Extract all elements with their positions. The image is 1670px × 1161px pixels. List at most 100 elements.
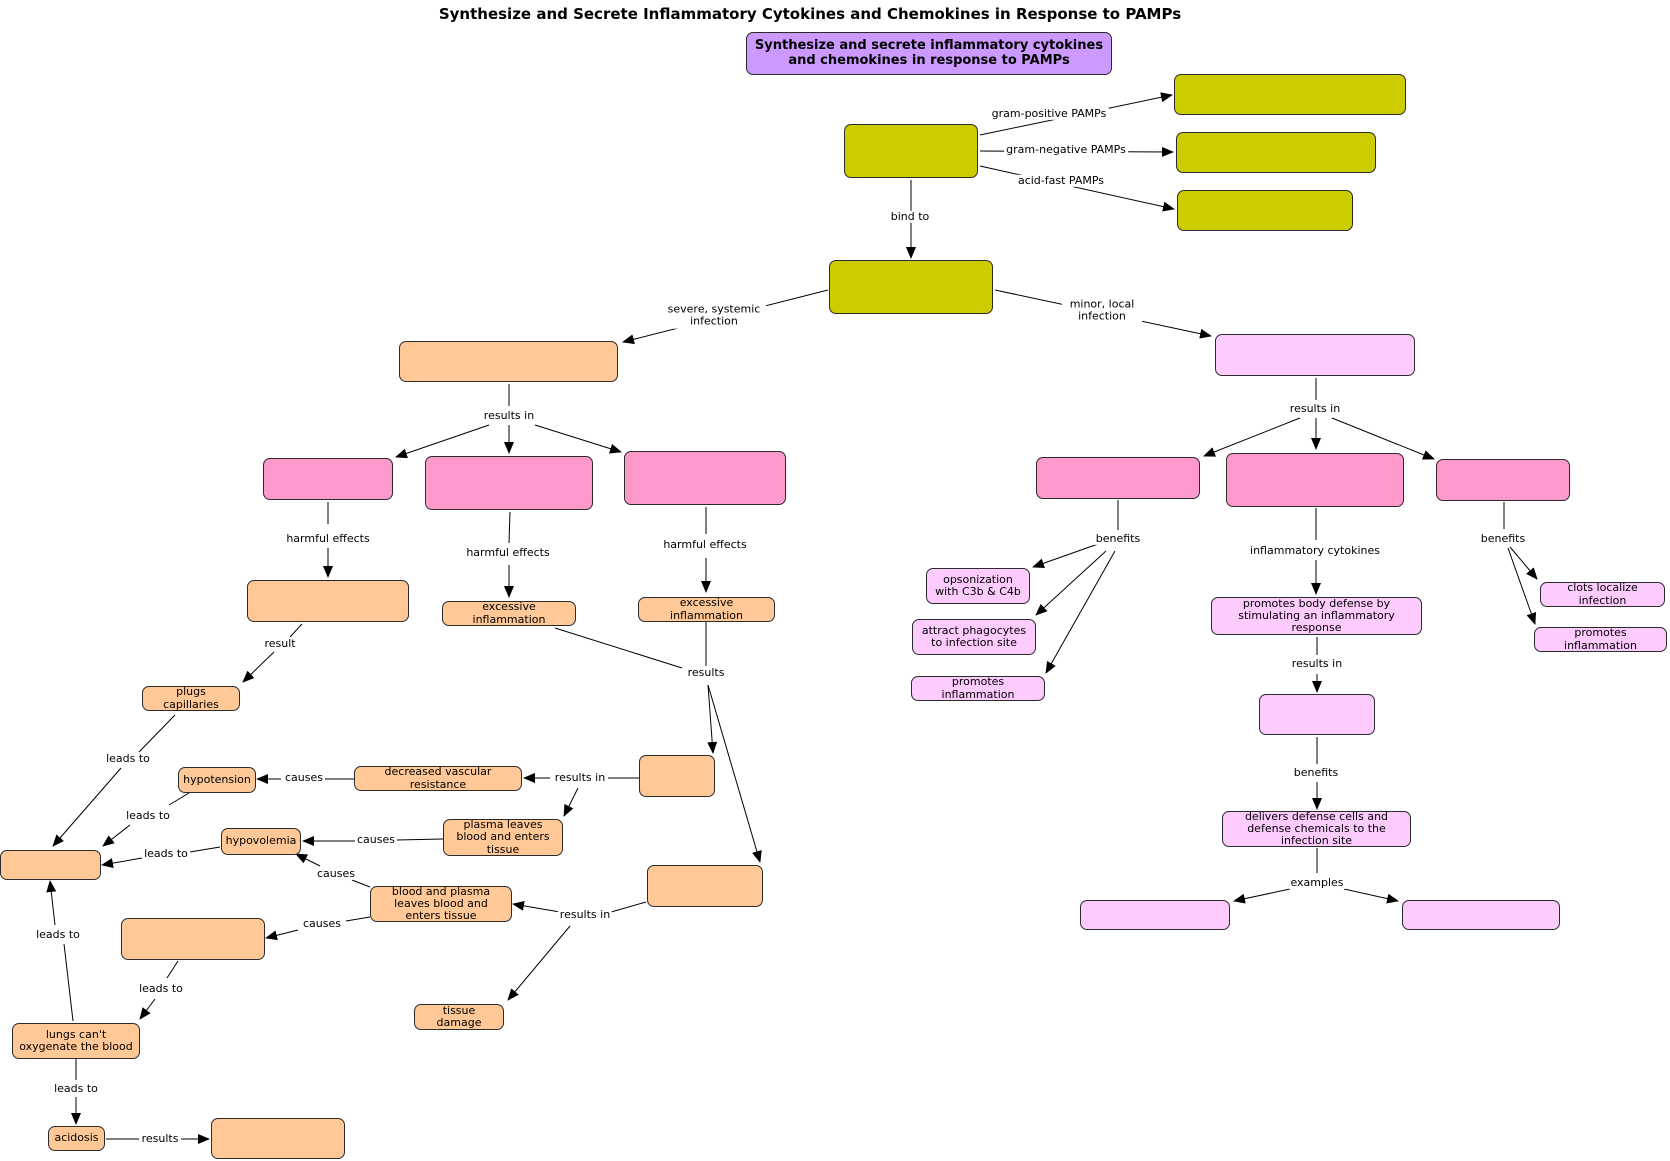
connector [512, 900, 561, 913]
connector [289, 623, 303, 638]
link-label: causes [301, 916, 343, 931]
connector [168, 792, 190, 806]
connector [63, 943, 74, 1022]
link-label: causes [315, 866, 357, 881]
connector [610, 901, 647, 913]
connector [1032, 543, 1099, 569]
blank-node-pink[interactable] [624, 451, 786, 505]
connector [295, 853, 321, 867]
connector [52, 767, 122, 847]
connector [102, 824, 131, 847]
blank-node-peach[interactable] [399, 341, 618, 382]
hypovolemia-node[interactable]: hypovolemia [221, 828, 301, 855]
tissue-damage-node[interactable]: tissue damage [414, 1004, 504, 1030]
connector [507, 925, 571, 1001]
blank-node-olive[interactable] [844, 124, 978, 178]
connector [1035, 550, 1107, 616]
connector [139, 998, 156, 1020]
blank-node-olive[interactable] [1176, 132, 1376, 173]
blank-node-peach[interactable] [639, 755, 715, 797]
blank-node-pink[interactable] [263, 458, 393, 500]
connector [554, 627, 683, 669]
blank-node-pink[interactable] [1226, 453, 1404, 507]
link-label: leads to [142, 846, 190, 861]
link-label: results in [481, 408, 537, 423]
connector [1233, 888, 1291, 904]
blank-node-pink[interactable] [1036, 457, 1200, 499]
connector [242, 651, 275, 683]
lungs-cant-oxygenate-node[interactable]: lungs can't oxygenate the blood [12, 1023, 140, 1059]
link-label: leads to [34, 927, 82, 942]
connector [396, 838, 444, 841]
main-topic-node[interactable]: Synthesize and secrete inflammatory cyto… [746, 32, 1112, 75]
link-label: results in [557, 907, 613, 922]
blank-node-pink[interactable] [425, 456, 593, 510]
blank-node-light-pink[interactable] [1259, 694, 1375, 735]
blank-node-peach[interactable] [211, 1118, 345, 1159]
link-label: benefits [1478, 531, 1528, 546]
blank-node-peach[interactable] [647, 865, 763, 907]
link-label: results in [1287, 401, 1343, 416]
blank-node-pink[interactable] [1436, 459, 1570, 501]
connector [395, 424, 490, 459]
blank-node-light-pink[interactable] [1215, 334, 1415, 376]
connector [1331, 417, 1435, 460]
delivers-defense-node[interactable]: delivers defense cells and defense chemi… [1222, 810, 1411, 847]
connector [563, 787, 579, 817]
link-label: severe, systemic infection [662, 303, 766, 329]
promotes-inflammation-node[interactable]: promotes inflammation [1534, 627, 1667, 652]
link-label: results in [552, 770, 608, 785]
connector [1507, 547, 1537, 625]
connector [1203, 417, 1301, 457]
hypotension-node[interactable]: hypotension [178, 767, 256, 793]
blank-node-olive[interactable] [1177, 190, 1353, 231]
connector [351, 879, 371, 888]
connector [265, 929, 299, 941]
promotes-inflammation-node[interactable]: promotes inflammation [911, 676, 1045, 701]
acidosis-node[interactable]: acidosis [48, 1126, 105, 1151]
link-label: result [262, 636, 298, 651]
blank-node-olive[interactable] [1174, 74, 1406, 115]
connector [707, 684, 718, 754]
link-label: harmful effects [661, 537, 749, 552]
attract-phagocytes-node[interactable]: attract phagocytes to infection site [912, 619, 1036, 655]
link-label: causes [283, 770, 325, 785]
plasma-leaves-node[interactable]: plasma leaves blood and enters tissue [443, 818, 563, 856]
excessive-inflammation-node[interactable]: excessive inflammation [638, 597, 775, 622]
diagram-title: Synthesize and Secrete Inflammatory Cyto… [438, 5, 1182, 23]
blank-node-peach[interactable] [0, 850, 101, 880]
blank-node-light-pink[interactable] [1080, 900, 1230, 930]
blank-plasma-leaves-node[interactable]: blood and plasma leaves blood and enters… [370, 885, 512, 922]
connector [707, 684, 762, 863]
excessive-inflammation-node[interactable]: excessive inflammation [442, 601, 576, 626]
link-label: leads to [137, 981, 185, 996]
connector [1343, 888, 1399, 904]
plugs-capillaries-node[interactable]: plugs capillaries [142, 686, 240, 711]
link-label: acid-fast PAMPs [1015, 173, 1107, 188]
connector [979, 165, 1175, 212]
connector [534, 424, 622, 454]
link-label: leads to [52, 1081, 100, 1096]
link-label: benefits [1093, 531, 1143, 546]
decreased-vascular-resistance-node[interactable]: decreased vascular resistance [354, 766, 522, 791]
link-label: gram-negative PAMPs [1004, 142, 1128, 157]
promotes-body-defense-node[interactable]: promotes body defense by stimulating an … [1211, 597, 1422, 635]
blank-node-light-pink[interactable] [1402, 900, 1560, 930]
connector [46, 880, 57, 926]
link-label: results [685, 665, 727, 680]
blank-node-peach[interactable] [247, 580, 409, 622]
connector [101, 857, 143, 869]
clots-localize-node[interactable]: clots localize infection [1540, 582, 1665, 607]
link-label: bind to [888, 209, 932, 224]
blank-node-olive[interactable] [829, 260, 993, 314]
link-label: harmful effects [284, 531, 372, 546]
link-label: results [139, 1131, 181, 1146]
link-label: inflammatory cytokines [1248, 543, 1382, 558]
connector [1045, 550, 1116, 674]
blank-node-peach[interactable] [121, 918, 265, 960]
opsonization-node[interactable]: opsonization with C3b & C4b [926, 568, 1030, 604]
link-label: examples [1288, 875, 1346, 890]
connector [189, 846, 221, 853]
connector [138, 714, 176, 753]
connector [1509, 546, 1538, 580]
